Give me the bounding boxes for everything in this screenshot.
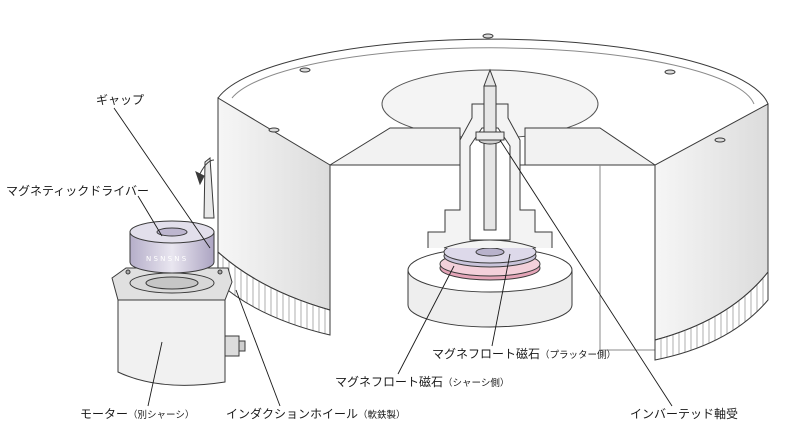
label-motor-main: モーター — [80, 407, 129, 421]
label-float-magnet-chassis-main: マグネフロート磁石 — [335, 375, 444, 389]
leader-induction-wheel — [235, 289, 281, 407]
spindle-shaft — [483, 85, 497, 231]
screw-hole — [664, 69, 676, 75]
platter-top-rim — [231, 47, 755, 105]
label-float-magnet-chassis: マグネフロート磁石（シャーシ側） — [335, 375, 509, 391]
leader-float-platter — [491, 253, 511, 347]
platter-cut-face-left — [328, 127, 461, 166]
label-gap-text: ギャップ — [96, 93, 145, 107]
screw-hole — [268, 127, 280, 133]
label-float-magnet-chassis-sub: （シャーシ側） — [443, 378, 510, 389]
gap-indicator — [195, 157, 215, 219]
motor — [111, 267, 246, 386]
leader-lines — [113, 107, 673, 407]
motor-screw — [217, 269, 223, 275]
motor-screw — [125, 269, 131, 275]
label-motor: モーター（別シャーシ） — [80, 407, 194, 423]
label-induction-wheel: インダクションホイール（軟鉄製） — [226, 407, 406, 423]
leader-motor — [147, 341, 163, 407]
induction-wheel — [217, 250, 769, 361]
label-magnetic-driver-text: マグネティックドライバー — [6, 184, 150, 198]
bearing-housing — [427, 68, 553, 249]
screw-hole — [482, 33, 494, 39]
label-float-magnet-platter: マグネフロート磁石（プラッター側） — [432, 347, 616, 363]
platter-cut-face-right — [524, 127, 657, 166]
label-float-magnet-platter-main: マグネフロート磁石 — [432, 347, 541, 361]
label-float-magnet-platter-sub: （プラッター側） — [540, 350, 617, 361]
label-motor-sub: （別シャーシ） — [128, 410, 195, 421]
leader-float-chassis — [397, 265, 455, 375]
screw-hole — [299, 67, 311, 73]
leader-magnetic-driver — [137, 195, 163, 237]
magnet-pole-markings: N S N S N S — [146, 255, 187, 263]
label-inverted-bearing-text: インバーテッド軸受 — [630, 407, 739, 421]
label-inverted-bearing: インバーテッド軸受 — [630, 407, 738, 421]
spindle-tip — [483, 68, 497, 87]
label-magnetic-driver: マグネティックドライバー — [6, 184, 149, 198]
label-gap: ギャップ — [96, 93, 144, 107]
leader-inverted-bearing — [499, 139, 673, 407]
leader-gap — [113, 107, 211, 249]
magnetic-driver: N S N S N S — [129, 220, 215, 274]
label-induction-wheel-main: インダクションホイール — [226, 407, 359, 421]
screw-hole — [714, 137, 726, 143]
label-induction-wheel-sub: （軟鉄製） — [358, 410, 406, 421]
